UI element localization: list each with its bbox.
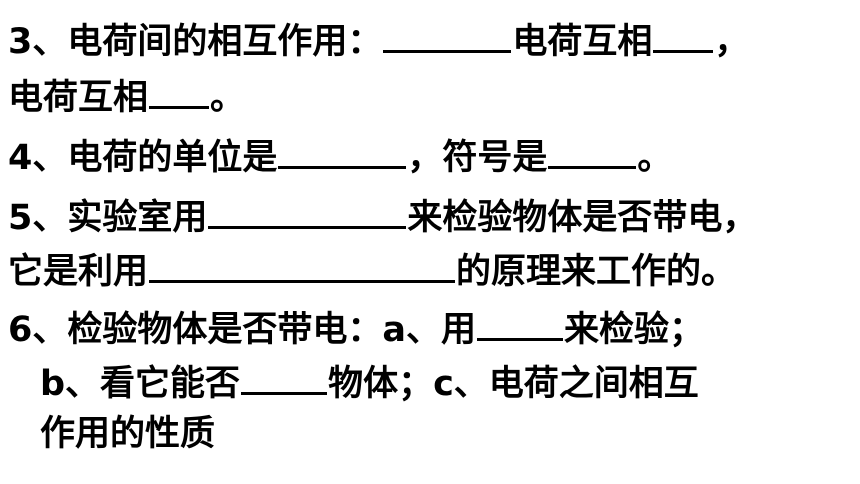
question-6-text-5: 作用的性质 bbox=[40, 414, 216, 454]
question-5-text-4: 的原理来工作的。 bbox=[456, 252, 737, 292]
question-6-text-3: b、看它能否 bbox=[40, 364, 241, 404]
question-3-line-2: 电荷互相 。 bbox=[8, 76, 245, 118]
blank-q5-2 bbox=[149, 250, 456, 283]
question-6-prefix: 6、检验物体是否带电：a、用 bbox=[8, 310, 476, 350]
question-5-line-2: 它是利用 的原理来工作的。 bbox=[8, 250, 736, 292]
question-3-line-1: 3、电荷间的相互作用： 电荷互相 ， bbox=[8, 20, 749, 62]
question-5-text-3: 它是利用 bbox=[8, 252, 149, 292]
question-3-text-2: 电荷互相 bbox=[512, 22, 653, 62]
blank-q6-1 bbox=[476, 308, 563, 341]
question-3-text-3: 电荷互相 bbox=[8, 78, 149, 118]
blank-q4-2 bbox=[548, 136, 637, 169]
question-6-line-1: 6、检验物体是否带电：a、用 来检验； bbox=[8, 308, 704, 350]
question-4-line-1: 4、电荷的单位是 ，符号是 。 bbox=[8, 136, 672, 178]
question-5-text-2: 来检验物体是否带电， bbox=[407, 198, 758, 238]
blank-q5-1 bbox=[208, 196, 407, 229]
blank-q3-2 bbox=[653, 20, 714, 53]
question-5-line-1: 5、实验室用 来检验物体是否带电， bbox=[8, 196, 757, 238]
question-5-prefix: 5、实验室用 bbox=[8, 198, 208, 238]
blank-q3-1 bbox=[383, 20, 512, 53]
question-4-text-2: ，符号是 bbox=[407, 138, 548, 178]
question-6-text-4: 物体；c、电荷之间相互 bbox=[328, 364, 699, 404]
question-3-prefix: 3、电荷间的相互作用： bbox=[8, 22, 383, 62]
question-4-prefix: 4、电荷的单位是 bbox=[8, 138, 278, 178]
question-3-period: 。 bbox=[210, 78, 246, 118]
question-6-line-3: 作用的性质 bbox=[40, 414, 215, 454]
question-4-period: 。 bbox=[637, 138, 673, 178]
question-6-text-2: 来检验； bbox=[563, 310, 704, 350]
question-6-line-2: b、看它能否 物体；c、电荷之间相互 bbox=[40, 362, 699, 404]
question-3-comma: ， bbox=[714, 22, 750, 62]
blank-q4-1 bbox=[278, 136, 407, 169]
blank-q3-3 bbox=[149, 76, 210, 109]
blank-q6-2 bbox=[241, 362, 328, 395]
